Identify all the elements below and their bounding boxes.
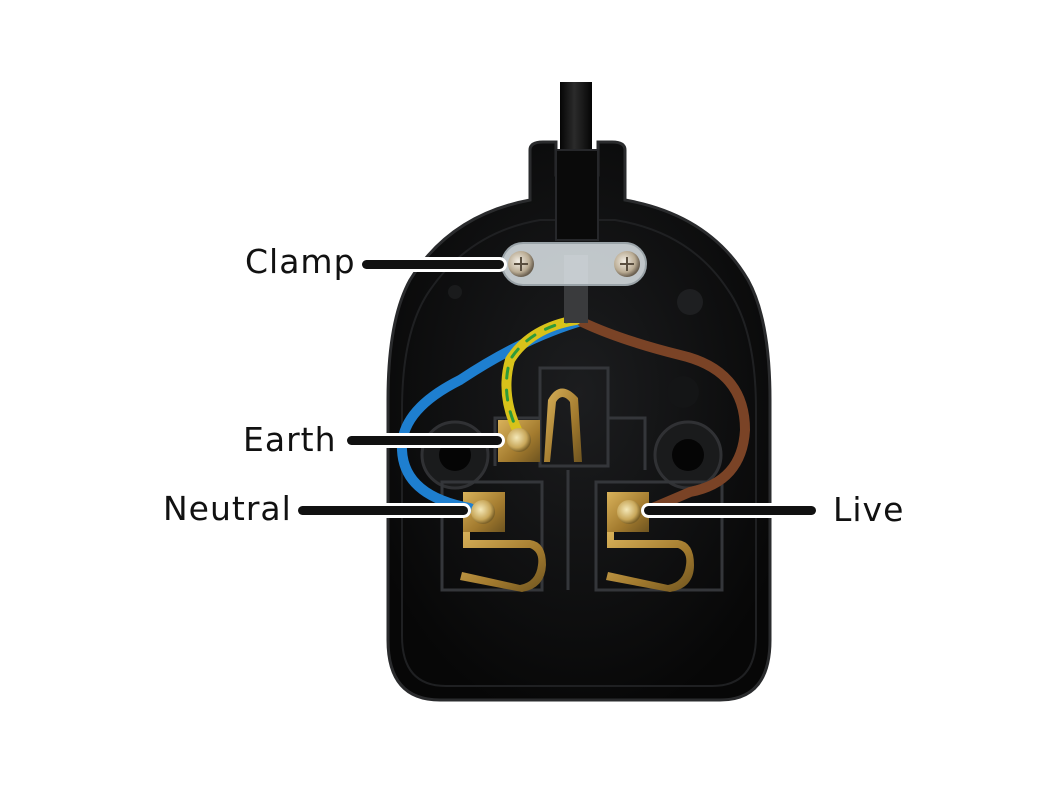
leader-line-neutral <box>298 506 468 515</box>
label-neutral: Neutral <box>163 489 292 528</box>
leader-line-clamp <box>362 260 504 269</box>
label-live: Live <box>833 490 905 529</box>
cord-clamp <box>501 242 647 286</box>
leader-line-earth <box>347 436 502 445</box>
label-earth: Earth <box>243 420 337 459</box>
label-clamp: Clamp <box>245 242 356 281</box>
fuse-holder-right <box>653 420 723 490</box>
terminal-screws <box>471 428 641 524</box>
fuse-holder-left <box>420 420 490 490</box>
leader-line-live <box>644 506 816 515</box>
wires <box>396 315 751 515</box>
live-wire <box>577 317 751 515</box>
